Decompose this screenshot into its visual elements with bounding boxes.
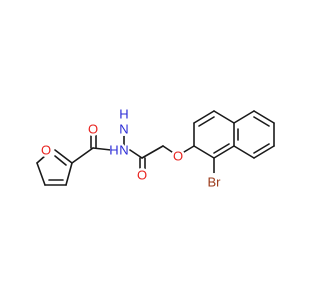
label-bg bbox=[205, 173, 223, 191]
bond-double-inner bbox=[253, 116, 270, 127]
label-bg bbox=[86, 122, 100, 136]
carbonyl-oxygen-top-label: O bbox=[88, 122, 98, 137]
bond bbox=[253, 145, 275, 159]
bond-double-inner bbox=[253, 143, 270, 154]
bond bbox=[213, 110, 235, 124]
bond-double-inner bbox=[54, 155, 67, 166]
bond bbox=[129, 149, 143, 159]
bond bbox=[193, 110, 215, 124]
furan-ring bbox=[36, 149, 73, 186]
bond bbox=[54, 149, 73, 164]
label-bg bbox=[117, 122, 131, 136]
label-bg bbox=[110, 142, 126, 158]
furan-oxygen-label: O bbox=[41, 143, 51, 158]
atom-labels: O O H N H N O O Br bbox=[39, 107, 223, 191]
carbonyl-oxygen-bottom-label: O bbox=[137, 168, 147, 183]
label-bg bbox=[135, 168, 149, 182]
bond bbox=[71, 147, 94, 164]
nh-bottom-h-label: H bbox=[109, 143, 118, 158]
bond bbox=[253, 110, 275, 124]
bond-double-inner bbox=[213, 143, 230, 154]
ether-oxygen-label: O bbox=[173, 149, 183, 164]
label-bg bbox=[171, 149, 185, 163]
structure-svg: O O H N H N O O Br bbox=[36, 107, 275, 191]
nh-top-h-label: H bbox=[119, 107, 128, 122]
naphthalene-ring-right bbox=[233, 110, 275, 159]
bond-double-inner bbox=[198, 116, 215, 127]
bond bbox=[193, 145, 215, 159]
naphthalene-ring-left bbox=[193, 110, 235, 159]
bromine-label: Br bbox=[208, 175, 222, 190]
bond bbox=[233, 145, 255, 159]
bond bbox=[162, 145, 173, 153]
nh-bottom-n-label: N bbox=[119, 143, 128, 158]
bond bbox=[233, 110, 255, 124]
bond bbox=[36, 162, 46, 186]
bond bbox=[92, 147, 112, 151]
bond bbox=[65, 162, 73, 186]
nh-top-n-label: N bbox=[119, 122, 128, 137]
label-bg bbox=[39, 143, 53, 157]
bond bbox=[213, 145, 235, 159]
bond bbox=[141, 145, 164, 159]
bond bbox=[183, 145, 195, 153]
molecule-diagram: O O H N H N O O Br bbox=[36, 107, 275, 191]
